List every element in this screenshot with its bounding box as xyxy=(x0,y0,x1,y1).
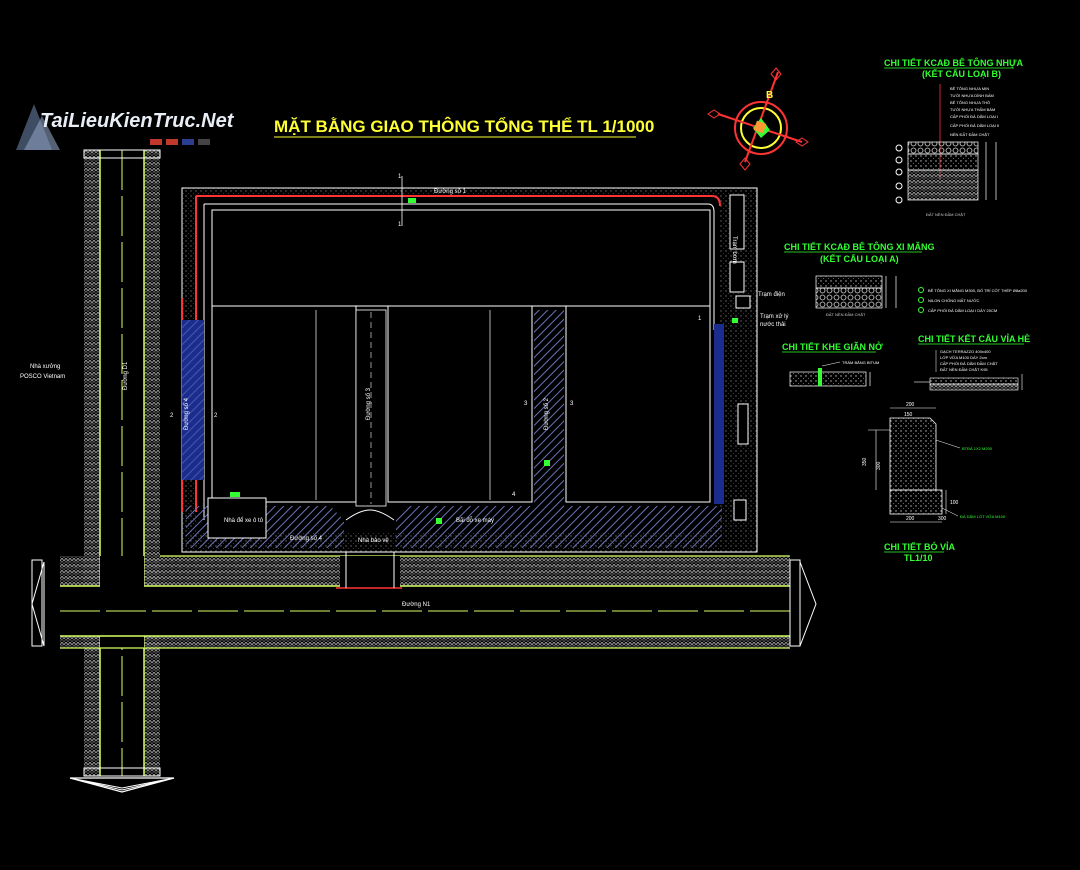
section-2-right: 2 xyxy=(214,413,218,419)
label-road-4-bottom: Đường số 4 xyxy=(290,536,323,542)
asphalt-layer-5: CẤP PHỐI ĐÁ DĂM LOẠI II xyxy=(950,123,999,128)
detail-asphalt: CHI TIẾT KCAĐ BÊ TÔNG NHỰA (KẾT CẤU LOẠI… xyxy=(884,57,1023,217)
concrete-layer-2: CẤP PHỐI ĐÁ DĂM LOẠI I DÀY 20CM xyxy=(928,308,997,313)
curb-note-2: ĐÁ DĂM LÓT VỮA M100 xyxy=(960,514,1006,519)
curb-scale: TL1/10 xyxy=(904,553,933,563)
label-wastewater-2: nước thải xyxy=(760,322,786,328)
curb-dim-1: 150 xyxy=(904,412,913,418)
label-top-road: Đường số 1 xyxy=(434,189,467,195)
left-area-label-2: POSCO Vietnam xyxy=(20,374,65,380)
label-pump: Trạm bơm xyxy=(731,236,737,264)
asphalt-title: CHI TIẾT KCAĐ BÊ TÔNG NHỰA xyxy=(884,57,1023,68)
concrete-title: CHI TIẾT KCAĐ BÊ TÔNG XI MĂNG xyxy=(784,241,935,252)
asphalt-subtitle: (KẾT CẤU LOẠI B) xyxy=(922,69,1001,79)
section-4: 4 xyxy=(512,492,516,498)
north-label: B xyxy=(766,90,773,101)
road-d1-label: Đường D1 xyxy=(123,361,129,390)
concrete-base: ĐẤT NỀN ĐẦM CHẶT xyxy=(826,312,866,317)
section-1-right: 1 xyxy=(698,316,702,322)
asphalt-layer-2: BÊ TÔNG NHỰA THÔ xyxy=(950,100,990,105)
curb-dim-3: 100 xyxy=(950,500,959,506)
detail-joint: CHI TIẾT KHE GIÃN NỞ TRÁM BẰNG BITUM xyxy=(782,341,883,387)
curb-note-1: BTĐÁ 1X2 M200 xyxy=(962,446,993,451)
sidewalk-title: CHI TIẾT KẾT CẤU VỈA HÈ xyxy=(918,333,1030,344)
curb-dim-6: 300 xyxy=(938,516,947,522)
label-wastewater-1: Trạm xử lý xyxy=(760,313,788,320)
concrete-layer-1: NILON CHỐNG MẤT NƯỚC xyxy=(928,298,980,303)
sidewalk-layer-3: ĐẤT NỀN ĐẦM CHẶT K95 xyxy=(940,367,988,372)
curb-dim-2: 350 xyxy=(862,457,868,466)
site-plan: Đường số 1 Đường số 3 Đường số 2 Đường s… xyxy=(170,174,788,588)
watermark: TaiLieuKienTruc.Net xyxy=(16,104,235,150)
asphalt-layer-4: CẤP PHỐI ĐÁ DĂM LOẠI I xyxy=(950,114,998,119)
sidewalk-layer-1: LỚP VỮA M100 DÀY 2cm xyxy=(940,355,988,360)
section-3-right: 3 xyxy=(570,401,574,407)
left-area-label-1: Nhà xưởng xyxy=(30,363,60,370)
label-guard-house: Nhà bảo vệ xyxy=(358,538,389,544)
joint-title: CHI TIẾT KHE GIÃN NỞ xyxy=(782,341,883,352)
section-2-left: 2 xyxy=(170,413,174,419)
section-1-bottom: 1 xyxy=(398,222,402,228)
road-n1-label: Đường N1 xyxy=(402,602,431,608)
label-road-4: Đường số 4 xyxy=(184,397,190,430)
label-car-parking: Nhà để xe ô tô xyxy=(224,517,264,524)
curb-title: CHI TIẾT BÓ VỈA xyxy=(884,541,956,552)
concrete-subtitle: (KẾT CẤU LOẠI A) xyxy=(820,254,899,264)
detail-curb: 200 150 350 100 200 300 300 BTĐÁ 1X2 M20… xyxy=(862,402,1006,563)
label-motor-parking: Bãi đỗ xe máy xyxy=(456,517,494,524)
asphalt-layer-3: TƯỚI NHỰA THẤM BÁM xyxy=(950,107,995,112)
asphalt-layer-0: BÊ TÔNG NHỰA MỊN xyxy=(950,86,989,91)
curb-dim-0: 200 xyxy=(906,402,915,408)
watermark-text: TaiLieuKienTruc.Net xyxy=(40,110,235,132)
concrete-layer-0: BÊ TÔNG XI MĂNG M300, BỐ TRÍ CỐT THÉP Ø8… xyxy=(928,288,1028,293)
label-road-2: Đường số 2 xyxy=(544,397,550,430)
asphalt-layer-1: TƯỚI NHỰA DÍNH BÁM xyxy=(950,93,994,98)
north-arrow-icon: B xyxy=(707,67,809,171)
label-substation: Trạm điện xyxy=(758,292,785,298)
detail-concrete: CHI TIẾT KCAĐ BÊ TÔNG XI MĂNG (KẾT CẤU L… xyxy=(784,241,1028,317)
curb-dim-5: 300 xyxy=(876,461,882,470)
detail-sidewalk: CHI TIẾT KẾT CẤU VỈA HÈ GẠCH TERRAZZO 40… xyxy=(914,333,1030,391)
asphalt-layer-6: NỀN ĐẤT ĐẦM CHẶT xyxy=(950,132,990,137)
sidewalk-layer-2: CẤP PHỐI ĐÁ DĂM ĐẦM CHẶT xyxy=(940,361,998,366)
asphalt-base: ĐẤT NỀN ĐẦM CHẶT xyxy=(926,212,966,217)
drawing-title: MẶT BẰNG GIAO THÔNG TỔNG THỂ TL 1/1000 xyxy=(274,117,654,136)
road-d1: Đường D1 xyxy=(69,149,175,793)
section-3-left: 3 xyxy=(524,401,528,407)
label-road-3: Đường số 3 xyxy=(366,387,372,420)
joint-note: TRÁM BẰNG BITUM xyxy=(842,360,879,365)
section-1-top: 1 xyxy=(398,174,402,180)
sidewalk-layer-0: GẠCH TERRAZZO 400x400 xyxy=(940,349,991,354)
road-n1: Đường N1 xyxy=(31,555,817,649)
curb-dim-4: 200 xyxy=(906,516,915,522)
